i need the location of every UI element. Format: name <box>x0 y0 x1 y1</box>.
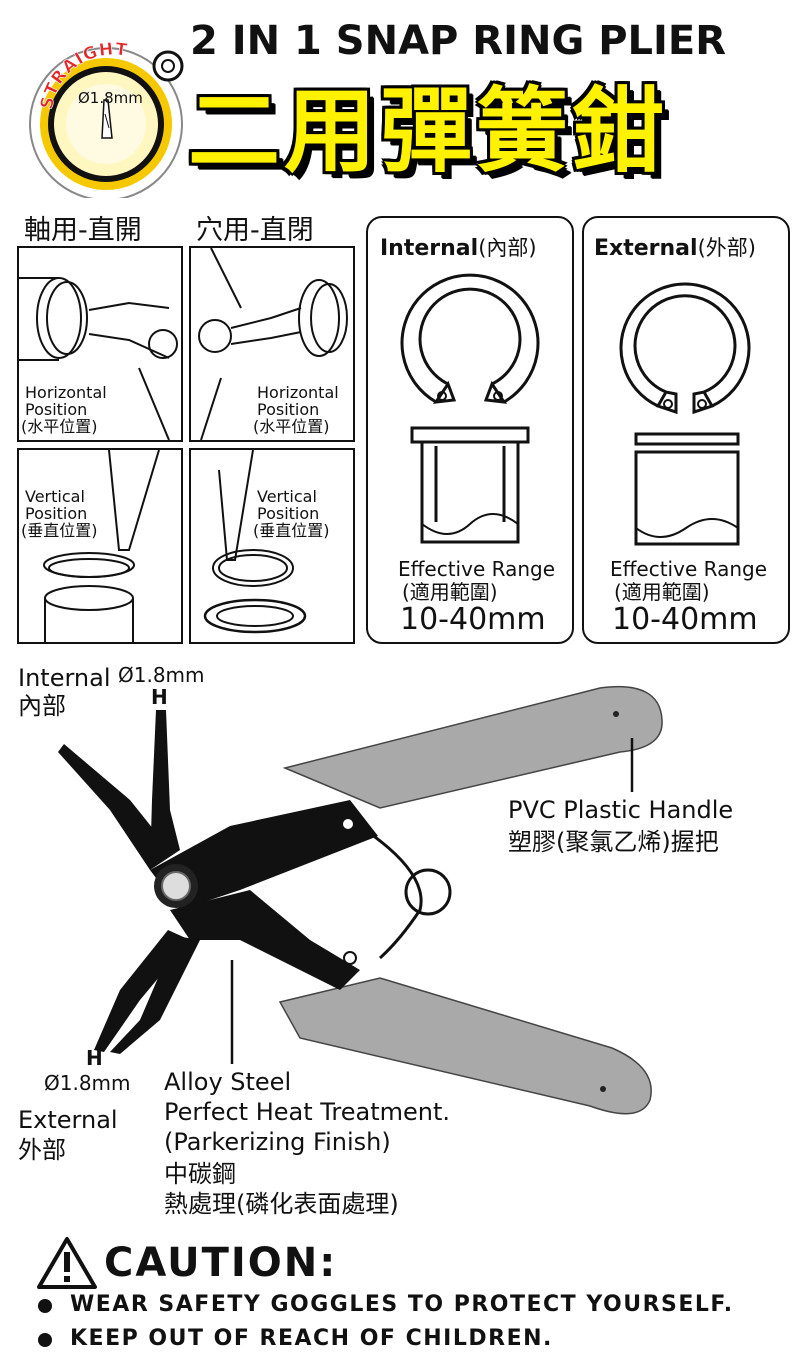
plier-horizontal-icon <box>19 277 178 441</box>
plier-horizontal-hole-icon <box>198 247 348 441</box>
internal-ring-icon <box>400 273 540 404</box>
diagram-shaft-horizontal: Horizontal Position (水平位置) <box>17 246 183 442</box>
page-title-en: 2 IN 1 SNAP RING PLIER <box>190 18 727 64</box>
callout-external-diameter: Ø1.8mm <box>44 1071 131 1095</box>
external-title-cn: (外部) <box>697 236 756 260</box>
horizontal-label-2: Position <box>25 400 88 419</box>
horizontal-label-1b: Horizontal <box>257 383 339 402</box>
diagram-hole-horizontal: Horizontal Position (水平位置) <box>189 246 355 442</box>
callout-external-cn: 外部 <box>18 1136 66 1164</box>
external-panel: External(外部) Effective Range (適用範圍) 10-4… <box>582 216 790 644</box>
internal-range-value: 10-40mm <box>400 602 546 637</box>
external-range-cn: (適用範圍) <box>614 580 710 604</box>
vertical-label-1b: Vertical <box>257 487 317 506</box>
callout-external-tip-mark: H <box>86 1046 103 1070</box>
horizontal-label-cnb: (水平位置) <box>253 417 330 436</box>
horizontal-label-2b: Position <box>257 400 320 419</box>
internal-range-cn: (適用範圍) <box>402 580 498 604</box>
internal-panel: Internal(內部) Effective Range (適用範圍) 10-4… <box>366 216 574 644</box>
vertical-label-cnb: (垂直位置) <box>253 521 330 540</box>
col1-title: 軸用-直開 <box>24 215 142 246</box>
warning-triangle-icon <box>37 1237 97 1289</box>
horizontal-label-1: Horizontal <box>25 383 107 402</box>
badge-diameter: Ø1.8mm <box>78 89 143 107</box>
external-range-en: Effective Range <box>610 557 768 581</box>
vertical-label-2b: Position <box>257 504 320 523</box>
callout-steel-line2: Perfect Heat Treatment. <box>164 1098 451 1126</box>
external-ring-icon <box>619 282 751 415</box>
vertical-label-1: Vertical <box>25 487 85 506</box>
external-range-value: 10-40mm <box>612 602 758 637</box>
diagram-hole-vertical: Vertical Position (垂直位置) <box>189 448 355 644</box>
bullet-icon <box>38 1299 52 1313</box>
col2-title: 穴用-直閉 <box>196 215 314 246</box>
callout-internal-cn: 內部 <box>18 692 66 720</box>
callout-internal-diameter: Ø1.8mm <box>118 663 205 687</box>
snap-ring-badge-icon: STRAIGHT <box>29 39 184 201</box>
external-shaft-icon <box>634 432 740 546</box>
callout-steel-cn1: 中碳鋼 <box>164 1160 236 1188</box>
internal-title-en: Internal <box>380 236 479 261</box>
callout-steel-line1: Alloy Steel <box>164 1068 292 1096</box>
callout-handle-cn: 塑膠(聚氯乙烯)握把 <box>508 828 719 856</box>
straight-badge: STRAIGHT Ø1.8mm <box>18 18 188 201</box>
caution-item-1: WEAR SAFETY GOGGLES TO PROTECT YOURSELF. <box>70 1292 734 1317</box>
internal-range-en: Effective Range <box>398 557 556 581</box>
callout-internal-en: Internal <box>18 664 111 692</box>
diagram-shaft-vertical: Vertical Position (垂直位置) <box>17 448 183 644</box>
callout-steel-cn2: 熱處理(磷化表面處理) <box>164 1190 399 1218</box>
plier-product-image <box>58 685 663 1115</box>
plier-vertical-icon <box>43 449 160 642</box>
page-title-cn: 二用彈簧鉗 <box>188 78 669 185</box>
callout-external-en: External <box>18 1106 118 1134</box>
vertical-label-cn: (垂直位置) <box>21 521 98 540</box>
callout-handle-en: PVC Plastic Handle <box>508 796 734 824</box>
external-title-en: External <box>594 236 698 261</box>
caution-item-2: KEEP OUT OF REACH OF CHILDREN. <box>70 1326 553 1351</box>
callout-internal-tip-mark: H <box>151 685 168 709</box>
vertical-label-2: Position <box>25 504 88 523</box>
internal-bore-icon <box>410 426 530 544</box>
plier-vertical-hole-icon <box>203 449 307 634</box>
callout-steel-line3: (Parkerizing Finish) <box>164 1128 391 1156</box>
bullet-icon <box>38 1333 52 1347</box>
caution-title: CAUTION: <box>104 1240 338 1286</box>
internal-title-cn: (內部) <box>478 236 537 260</box>
horizontal-label-cn: (水平位置) <box>21 417 98 436</box>
